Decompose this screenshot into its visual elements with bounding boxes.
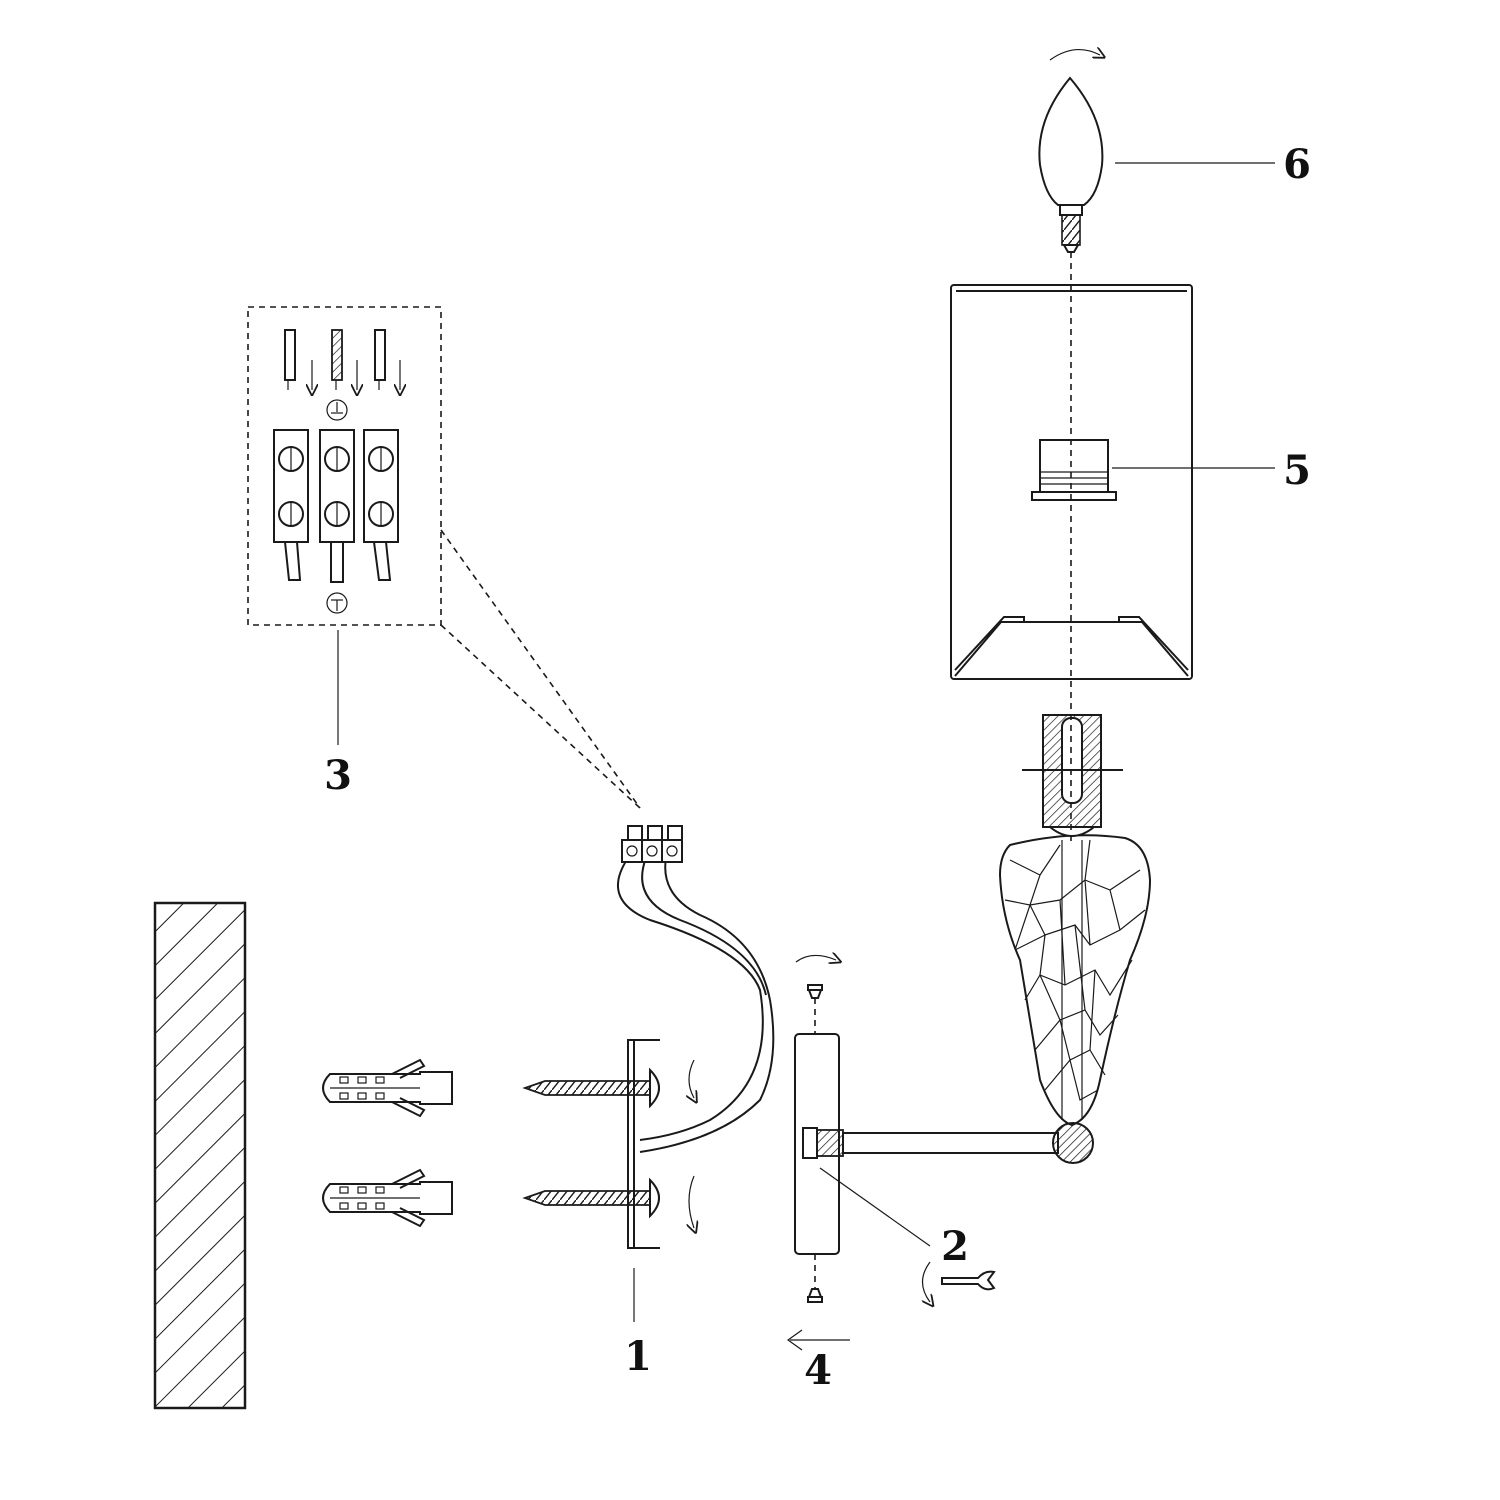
leader-lines xyxy=(337,162,1275,1322)
supply-wires xyxy=(617,857,775,1153)
wrench-icon xyxy=(941,1270,996,1291)
candle-bulb xyxy=(1038,50,1102,253)
part-label-3: 3 xyxy=(324,752,352,799)
rotate-arrow-icon xyxy=(689,1059,694,1228)
part-label-6: 6 xyxy=(1283,141,1311,188)
part-label-2: 2 xyxy=(941,1223,969,1270)
part-label-4: 4 xyxy=(804,1347,832,1394)
wall-plug-top xyxy=(322,1058,453,1118)
mounting-bracket xyxy=(627,1039,660,1249)
part-label-1: 1 xyxy=(624,1333,652,1380)
arrow-left-icon xyxy=(786,1329,850,1351)
crystal-body xyxy=(998,834,1152,1127)
wood-screw-top xyxy=(522,1067,660,1109)
ground-symbol-icon xyxy=(326,592,348,614)
terminal-block xyxy=(621,825,683,863)
terminal-detail-box xyxy=(247,306,641,809)
lamp-arm xyxy=(802,1122,1094,1164)
rotate-arrow-icon xyxy=(923,1261,931,1302)
part-label-5: 5 xyxy=(1283,447,1311,494)
wall-plug-bottom xyxy=(322,1168,453,1228)
wood-screw-bottom xyxy=(522,1177,660,1219)
wall xyxy=(153,901,247,1410)
ground-symbol-icon xyxy=(326,399,348,421)
lamp-holder xyxy=(1022,714,1123,837)
